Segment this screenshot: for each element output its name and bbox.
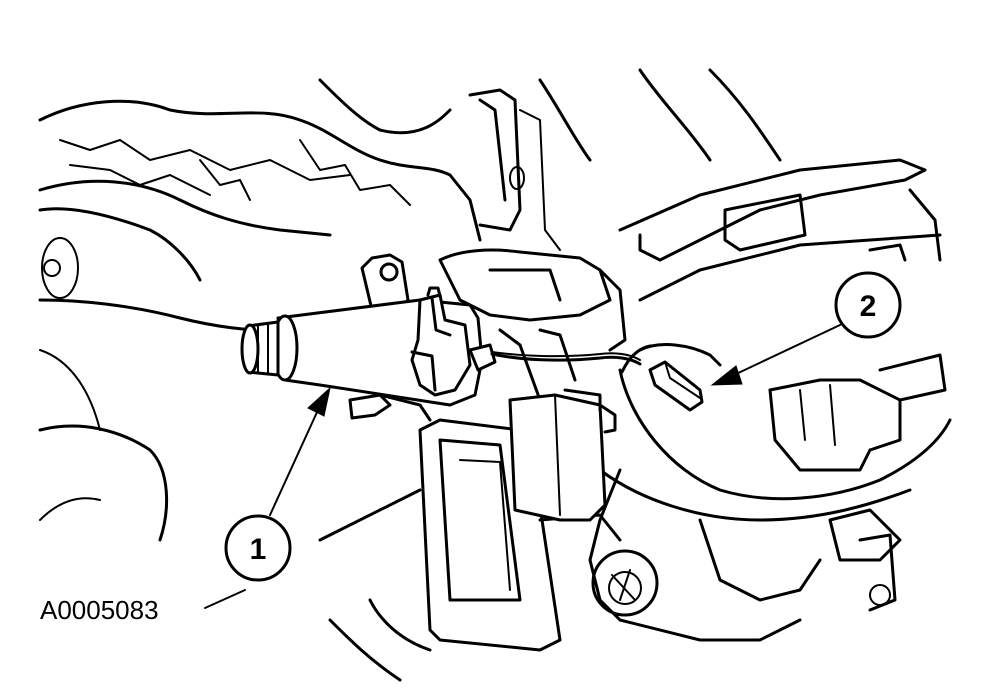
callout-1-label: 1 [250,533,267,566]
harness-wire [490,352,642,366]
callout-2-label: 2 [860,290,877,323]
callout-2: 2 [710,271,902,386]
callout-2-circle [834,271,902,339]
callout-1: 1 [224,386,331,582]
callout-1-leader [269,409,319,516]
callout-1-circle [224,514,292,582]
callout-2-leader [733,324,841,376]
harness-wire-inner [491,351,641,361]
right-shroud [588,68,952,642]
column-housing [38,99,482,542]
upper-bracket [318,78,592,251]
figure-id-leader [204,589,246,609]
switch-mount [438,248,627,402]
figure-id: A0005083 [40,595,159,625]
figure-id-block: A0005083 [40,589,246,625]
electrical-connector [620,343,722,412]
connector-block [508,388,617,522]
sensor-switch [240,253,497,422]
callout-2-arrowhead [710,365,743,386]
callout-1-arrowhead [307,386,331,417]
